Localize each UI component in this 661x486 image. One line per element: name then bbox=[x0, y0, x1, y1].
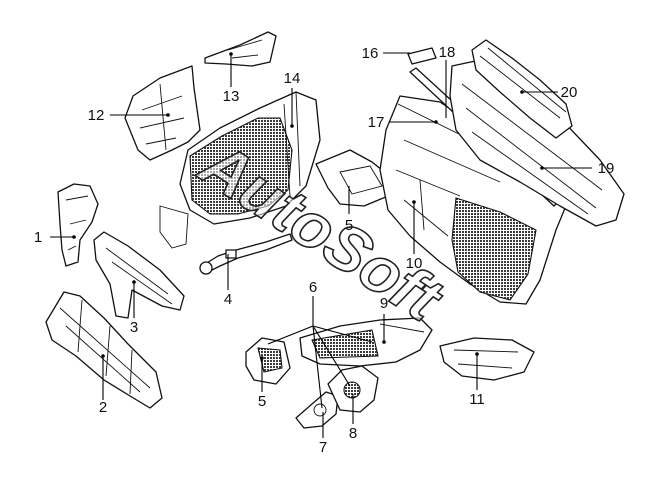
part-11-floor bbox=[439, 337, 535, 381]
callout-17: 17 bbox=[368, 114, 385, 131]
callout-10: 10 bbox=[406, 255, 423, 272]
part-5-mount bbox=[245, 337, 291, 385]
part-13-bracket bbox=[204, 31, 277, 67]
callout-3: 3 bbox=[130, 319, 138, 336]
callout-labels: 1 2 3 4 5 5 6 7 8 9 10 11 12 13 14 16 17… bbox=[34, 44, 615, 456]
callout-13: 13 bbox=[223, 88, 240, 105]
part-16-pad bbox=[407, 47, 437, 65]
part-8-bracket bbox=[327, 365, 379, 413]
callout-14: 14 bbox=[284, 70, 301, 87]
callout-7: 7 bbox=[319, 439, 327, 456]
callout-4: 4 bbox=[224, 291, 232, 308]
callout-18: 18 bbox=[439, 44, 456, 61]
part-14-inner-wheelhouse bbox=[159, 91, 321, 249]
callout-1: 1 bbox=[34, 229, 42, 246]
callout-11: 11 bbox=[469, 391, 485, 408]
part-7-bracket bbox=[295, 391, 339, 429]
part-4-rod bbox=[199, 233, 293, 275]
callout-19: 19 bbox=[598, 160, 615, 177]
callout-16: 16 bbox=[362, 45, 379, 62]
part-12-panel bbox=[124, 65, 201, 161]
callout-5-lower: 5 bbox=[258, 393, 266, 410]
callout-20: 20 bbox=[561, 84, 578, 101]
part-2-rail bbox=[45, 291, 163, 409]
callout-5-upper: 5 bbox=[345, 217, 353, 234]
part-1-bracket bbox=[57, 183, 99, 267]
callout-8: 8 bbox=[349, 425, 357, 442]
callout-9: 9 bbox=[380, 295, 388, 312]
part-3-bracket bbox=[93, 231, 185, 319]
part-20-cowl-bar bbox=[471, 39, 573, 139]
leader-lines bbox=[50, 52, 592, 438]
callout-12: 12 bbox=[88, 107, 105, 124]
parts-layer bbox=[45, 31, 625, 429]
callout-2: 2 bbox=[99, 399, 107, 416]
callout-6: 6 bbox=[309, 279, 317, 296]
